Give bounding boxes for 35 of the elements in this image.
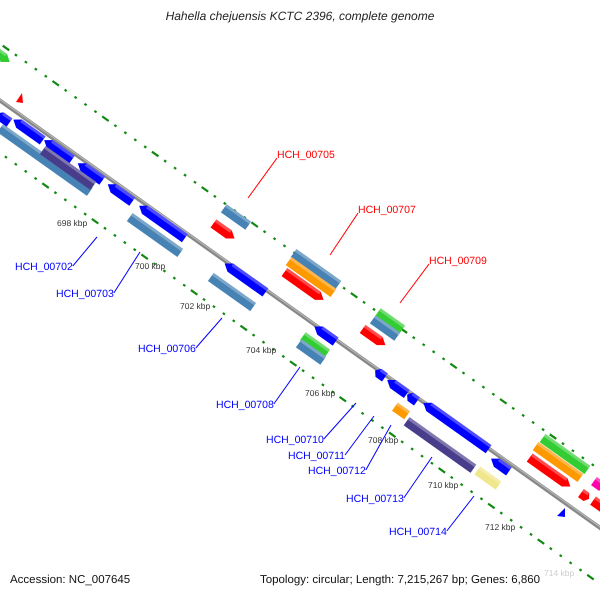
- gene-label: HCH_00710: [266, 434, 324, 446]
- gene-label: HCH_00714: [389, 526, 447, 538]
- leader-line: [72, 236, 98, 266]
- leader-line: [403, 456, 432, 498]
- leader-line: [446, 496, 474, 532]
- leader-line: [400, 264, 430, 304]
- gene-label: HCH_00706: [138, 343, 196, 356]
- leader-line: [273, 366, 300, 404]
- leader-line: [323, 402, 356, 440]
- gene-label: HCH_00709: [429, 255, 487, 268]
- leader-line: [113, 252, 140, 294]
- scale-label: 704 kbp: [246, 346, 276, 356]
- leader-line: [330, 212, 358, 256]
- gene-label: HCH_00703: [56, 288, 114, 300]
- gene-label: HCH_00712: [308, 465, 366, 478]
- gene-label: HCH_00705: [277, 149, 335, 162]
- scale-label: 700 kbp: [135, 262, 166, 272]
- leader-line: [195, 318, 222, 348]
- scale-label: 708 kbp: [368, 436, 398, 446]
- gene-label: HCH_00707: [358, 204, 416, 216]
- scale-label: 712 kbp: [485, 523, 516, 533]
- gene-label: HCH_00713: [346, 493, 404, 506]
- gene-label: HCH_00702: [15, 261, 73, 274]
- title: Hahella chejuensis KCTC 2396, complete genome: [164, 10, 436, 24]
- footer-text: Accession: NC_007645: [10, 574, 130, 588]
- gene-label: HCH_00711: [288, 450, 346, 462]
- leader-line: [344, 416, 374, 456]
- scale-label: 706 kbp: [305, 389, 336, 399]
- leader-line: [248, 158, 278, 198]
- gene-label: HCH_00708: [216, 399, 274, 412]
- leader-line: [365, 424, 392, 470]
- footer-text: Topology: circular; Length: 7,215,267 bp; Genes: 6,860: [260, 574, 540, 588]
- scale-label: 698 kbp: [57, 219, 88, 229]
- scale-label: 702 kbp: [180, 302, 210, 312]
- scale-label: 710 kbp: [428, 481, 458, 491]
